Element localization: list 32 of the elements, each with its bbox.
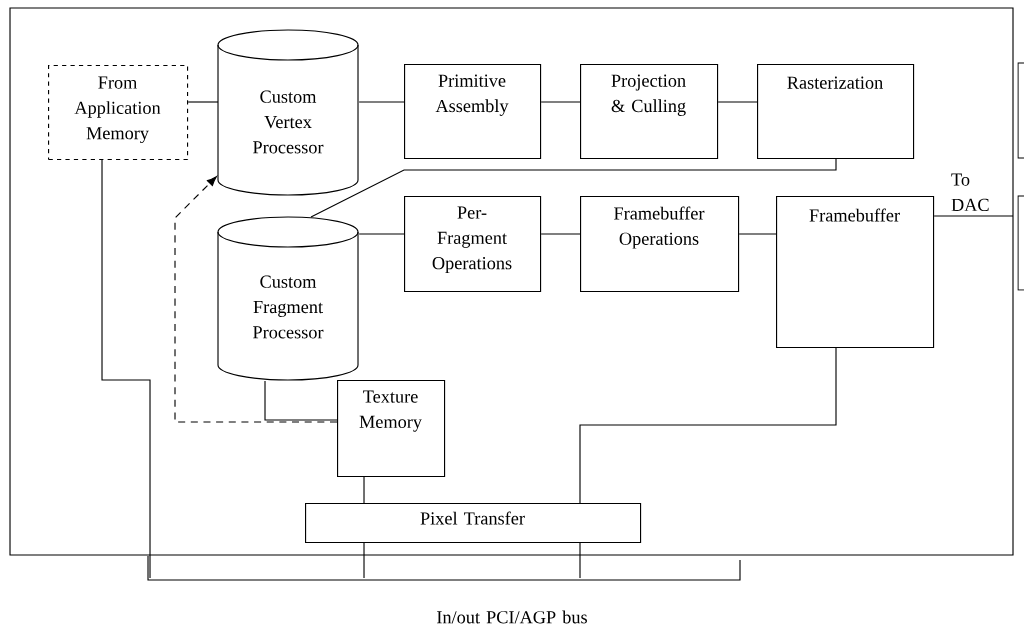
connector-line [264,380,338,421]
box-label: Per- Fragment Operations [432,206,512,273]
box-label: Projection & Culling [611,74,686,116]
connector-line [187,101,219,103]
box-label: Primitive Assembly [435,74,509,116]
connector-line [363,476,365,504]
dashed-arrow [174,176,338,423]
box-label: Texture Memory [359,390,422,432]
cut-off-box [1017,62,1024,159]
connector-line [358,101,405,103]
connector-line [363,542,365,579]
bus-label: In/out PCI/AGP bus [437,610,587,624]
cut-off-box [1017,195,1024,291]
connector-line [540,101,581,103]
connector-line [540,233,581,235]
connector-line [717,101,758,103]
connector-line [933,215,1014,217]
connector-line [579,347,837,504]
connector-line [738,233,777,235]
edge-label: To DAC [949,172,1001,213]
connector-line [101,159,151,579]
box-label: Pixel Transfer [420,511,525,525]
box-label: Framebuffer [809,208,900,222]
connector-line [310,158,837,218]
box-label: Rasterization [787,76,883,89]
connector-line [358,233,405,235]
box-label: From Application Memory [74,76,161,144]
board-outline [9,7,1014,556]
box-label: Custom Fragment Processor [253,275,324,339]
connector-line [579,542,581,579]
box-label: Framebuffer Operations [614,206,705,249]
box-label: Custom Vertex Processor [253,90,324,154]
